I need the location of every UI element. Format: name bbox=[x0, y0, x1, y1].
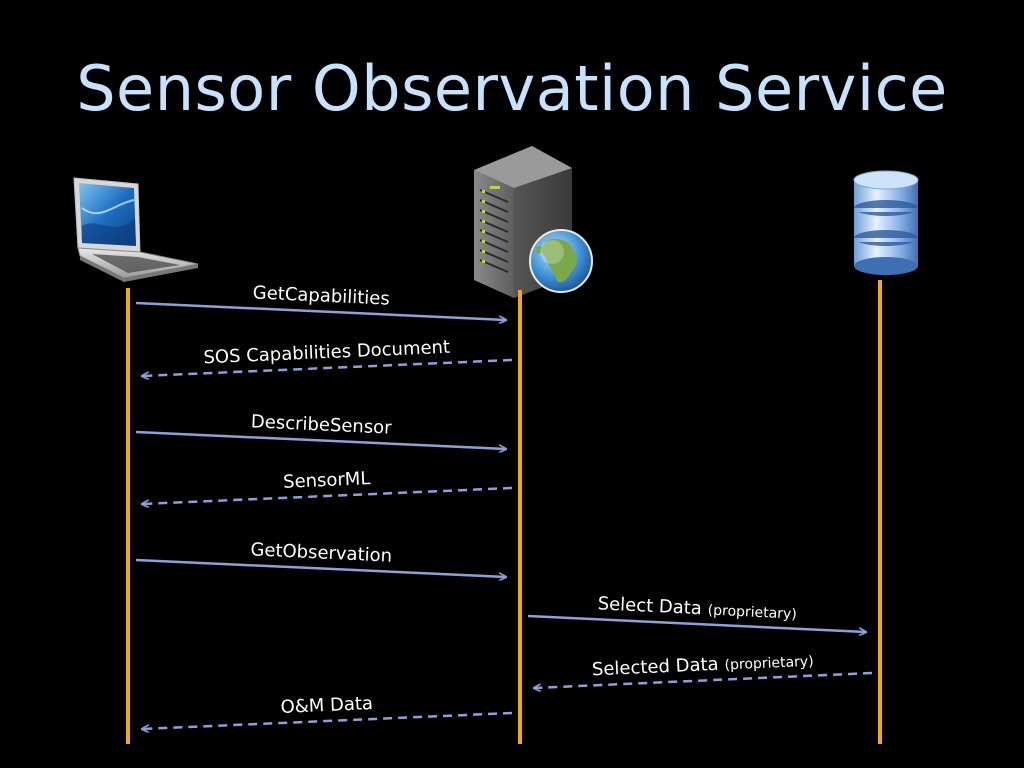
message-4: SensorML bbox=[142, 468, 513, 504]
message-arrow bbox=[142, 358, 513, 376]
message-label: DescribeSensor bbox=[250, 411, 392, 438]
message-arrow bbox=[534, 671, 873, 688]
message-label: GetObservation bbox=[250, 539, 393, 566]
message-arrow bbox=[135, 430, 506, 449]
message-8: O&M Data bbox=[142, 693, 513, 729]
message-arrow bbox=[142, 486, 513, 504]
web-server-icon bbox=[474, 146, 593, 298]
message-1: GetCapabilities bbox=[135, 282, 506, 320]
laptop-icon bbox=[73, 177, 199, 282]
message-arrow bbox=[527, 614, 866, 632]
lifelines bbox=[126, 280, 882, 744]
message-label: Selected Data(proprietary) bbox=[591, 650, 814, 681]
message-3: DescribeSensor bbox=[135, 411, 506, 449]
message-7: Selected Data(proprietary) bbox=[534, 650, 873, 688]
message-arrow bbox=[135, 558, 506, 577]
message-label: Select Data(proprietary) bbox=[597, 593, 797, 623]
message-label: O&M Data bbox=[280, 693, 373, 718]
message-label: GetCapabilities bbox=[252, 282, 390, 309]
message-arrow bbox=[135, 301, 506, 320]
database-icon bbox=[853, 170, 919, 275]
message-arrow bbox=[142, 711, 513, 729]
message-2: SOS Capabilities Document bbox=[142, 337, 513, 376]
message-label: SensorML bbox=[283, 468, 371, 493]
page-title: Sensor Observation Service bbox=[76, 52, 948, 125]
message-5: GetObservation bbox=[135, 539, 506, 577]
message-6: Select Data(proprietary) bbox=[527, 593, 866, 632]
